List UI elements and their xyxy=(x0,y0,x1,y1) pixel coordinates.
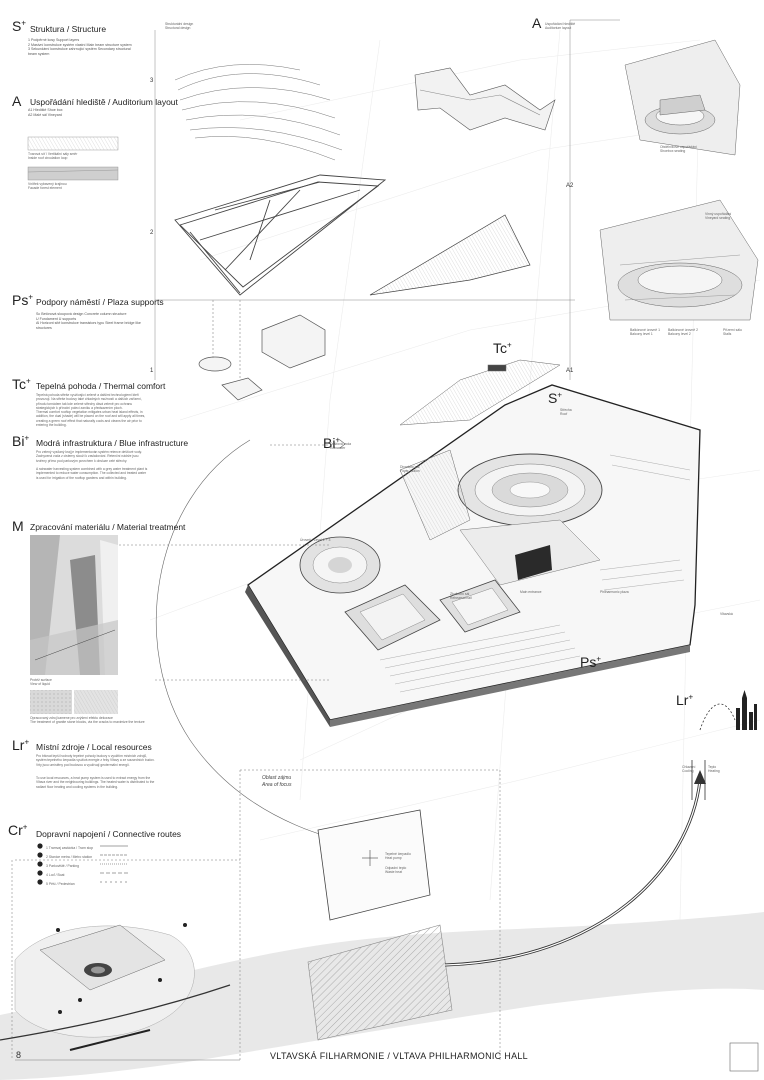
connective-title: Dopravní napojení / Connective routes xyxy=(36,829,182,839)
blue-symbol: Bi+ xyxy=(12,433,30,449)
local-para-cz: Pro bitovat lepší hodnoty tepelné pohody… xyxy=(36,754,155,767)
main-entrance-label: Main entrance xyxy=(520,590,542,594)
connective-legend: 1 Tramvaj zastávka / Tram stop 2 Stanice… xyxy=(46,844,93,889)
plaza-title: Podpory náměstí / Plaza supports xyxy=(36,297,164,307)
area-of-focus-label: Oblast zájmu Area of focus xyxy=(262,775,292,788)
city-skyline xyxy=(736,690,757,730)
roof-shard xyxy=(369,214,531,296)
auditorium-legend: A1 Hlediště Shoe box A2 Malé sál Vineyar… xyxy=(28,108,138,117)
blue-para-en: A rainwater harvesting system combined w… xyxy=(36,467,148,480)
structure-title: Struktura / Structure xyxy=(30,24,107,34)
shoebox-seating-label: Obdélníkové uspořádání Shoebox seating xyxy=(660,145,697,154)
legend-item: A2 Malé sál Vineyard xyxy=(28,112,62,117)
routes-minimap xyxy=(0,923,231,1051)
legend-item: U Fundament U supports xyxy=(36,316,77,321)
axis-A2: A2 xyxy=(566,183,574,189)
route-item: 1 Tramvaj zastávka / Tram stop xyxy=(46,846,94,850)
auditorium-title: Uspořádání hlediště / Auditorium layout xyxy=(30,97,178,107)
stalls-label: Přízemí sálu Stalls xyxy=(723,328,742,337)
auditorium-symbol: A xyxy=(12,93,22,109)
waste-heat-label: Odpadní teplo Waste heat xyxy=(385,866,407,875)
auditorium-A1-render xyxy=(624,39,741,156)
philharmonic-plaza-label: Philharmonic plaza xyxy=(600,590,629,594)
thermal-title: Tepelná pohoda / Thermal comfort xyxy=(36,381,166,391)
local-para-en: To use local resources, a heat pump syst… xyxy=(36,776,155,789)
plaza-name-label: Vltavská xyxy=(720,612,733,616)
structure-symbol: S+ xyxy=(12,18,27,34)
strip2-caption: Vnitřek vybavený krajinou Facade forest … xyxy=(28,182,67,191)
roof-layer-3 xyxy=(174,64,343,161)
material-caption1: Protéž surface View of liquid xyxy=(30,678,52,687)
plaza-symbol: Ps+ xyxy=(12,292,34,308)
layer-number-3: 3 xyxy=(150,78,154,84)
balcony-1-label: Balkónové úrovně 1 Balcony level 1 xyxy=(630,328,660,337)
poster-title: VLTAVSKÁ FILHARMONIE / VLTAVA PHILHARMON… xyxy=(270,1051,528,1061)
legend-item: 3 Sekundární konstrukce zahrnující systé… xyxy=(28,47,131,56)
local-symbol: Lr+ xyxy=(12,737,30,753)
cooling-label: Chlazení Cooling xyxy=(682,765,696,774)
layer-number-1: 1 xyxy=(150,368,154,374)
thermal-para-en: Thermal comfort rooftop vegetation mitig… xyxy=(36,410,146,427)
thermal-roof-diagram xyxy=(399,359,561,426)
route-item: 5 Pěší / Pedestrian xyxy=(46,882,75,886)
roof-layer-2-frame xyxy=(174,174,387,296)
legend-item: 2 Masivní konstrukce systém vlastní Main… xyxy=(28,42,132,47)
blue-para-cz: Pro zelený vysílaný kraj je implementová… xyxy=(36,450,142,463)
route-item: 2 Stanice metra / Metro station xyxy=(46,855,93,859)
connective-symbol: Cr+ xyxy=(8,822,28,838)
auditorium-strips xyxy=(27,136,119,181)
balcony-2-label: Balkónové úrovně 2 Balcony level 2 xyxy=(668,328,698,337)
rehearsal-label: Zkušební sál Rehearsal hall xyxy=(450,592,472,601)
focus-site-outline xyxy=(317,809,431,921)
vineyard-seating-label: Vinný uspořádání Vineyard seating xyxy=(705,212,732,221)
legend-item: Al Horizont sítě konstrukce transistors … xyxy=(36,321,141,330)
blue-floating-symbol: Bi+ xyxy=(323,435,341,451)
material-symbol: M xyxy=(12,518,24,534)
thermal-symbol: Tc+ xyxy=(12,376,31,392)
material-caption2: Opracovaný zdroj kamene pro zvýšení efek… xyxy=(30,716,145,725)
plaza-floating-symbol: Ps+ xyxy=(580,654,602,670)
legend-item: 1 Podpěrné kosy Support layers xyxy=(28,38,80,42)
level-label: Úroveň / Level 2 + 3 xyxy=(300,538,331,542)
local-floating-symbol: Lr+ xyxy=(676,692,694,708)
material-swatch xyxy=(30,535,118,714)
roof-label: Střecha Roof xyxy=(560,408,572,417)
auditorium-top-symbol: A xyxy=(532,15,542,31)
heat-pump-label: Tepelné čerpadlo Heat pump xyxy=(385,852,411,861)
heating-label: Teplo Heating xyxy=(708,765,720,774)
auditorium-A2-render xyxy=(599,199,759,321)
rainwater-label: Dešťová voda Rainwater xyxy=(330,442,352,451)
route-item: 3 Parkoviště / Parking xyxy=(46,864,79,868)
material-title: Zpracování materiálu / Material treatmen… xyxy=(30,522,186,532)
auditorium-section-top xyxy=(414,67,556,131)
structure-note: Strukturální design Structural design xyxy=(165,22,194,31)
site-hatch xyxy=(307,924,453,1041)
strip1-caption: Tvarová síť / Vertikální sály směr Insid… xyxy=(28,152,78,161)
plaza-support-pieces xyxy=(198,300,326,401)
page-number: 8 xyxy=(16,1050,22,1060)
auditorium-layout-top-label: Uspořádání hlediště Auditorium layout xyxy=(545,22,576,31)
layer-number-2: 2 xyxy=(150,230,154,236)
thermal-floating-symbol: Tc+ xyxy=(493,340,512,356)
local-title: Místní zdroje / Local resources xyxy=(36,742,152,752)
thermal-para-cz: Tepelná pohoda střeše využívající zeleně… xyxy=(36,393,142,410)
main-building-axonometric xyxy=(245,384,701,727)
legend-item: Sc Betónová sloupová design Concrete col… xyxy=(36,312,127,316)
plaza-legend: Sc Betónová sloupová design Concrete col… xyxy=(36,312,151,330)
structure-legend: 1 Podpěrné kosy Support layers 2 Masivní… xyxy=(28,38,138,56)
blue-title: Modrá infrastruktura / Blue infrastructu… xyxy=(36,438,189,448)
foyer-label: Divadelní sál Foyer / salon xyxy=(400,465,420,474)
structure-floating-symbol: S+ xyxy=(548,390,563,406)
legend-item: A1 Hlediště Shoe box xyxy=(28,108,63,112)
axis-A1: A1 xyxy=(566,368,574,374)
route-item: 4 Loď / Boat xyxy=(46,873,65,877)
